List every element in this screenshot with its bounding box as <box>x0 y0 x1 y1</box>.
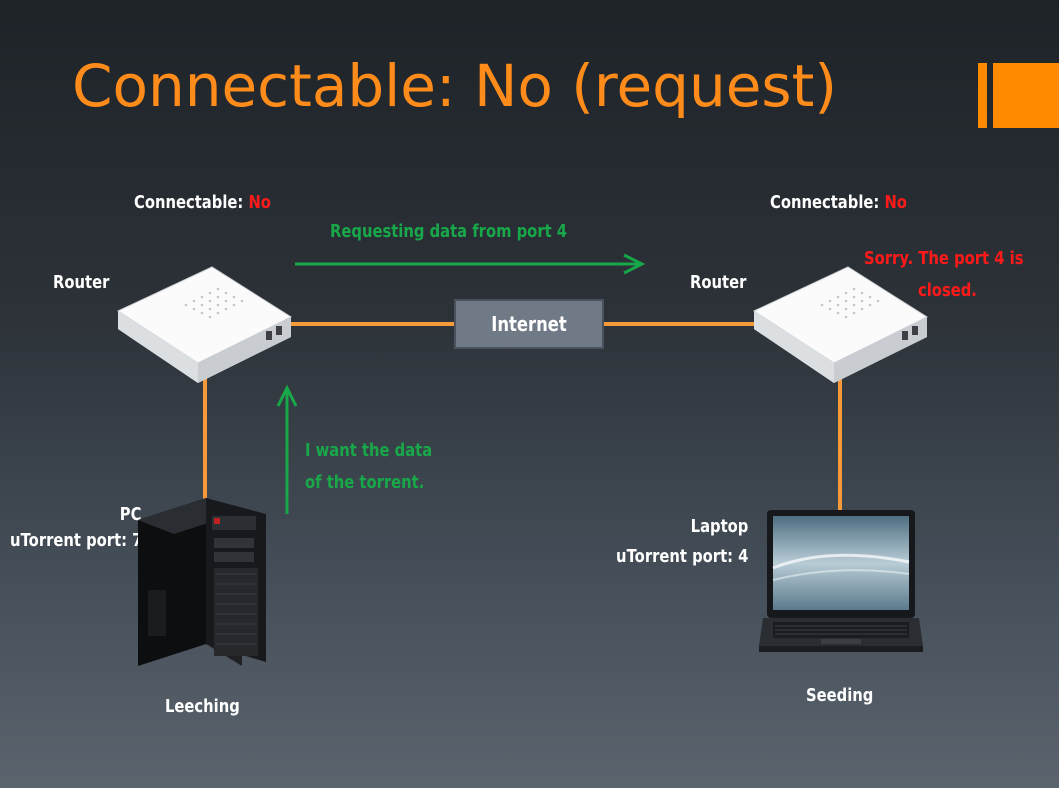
wire-left-router-pc <box>203 372 207 500</box>
title-accent-bar-thick <box>993 63 1059 128</box>
desktop-pc-icon <box>138 498 266 666</box>
laptop-name: Laptop <box>690 516 748 537</box>
left-connectable-status: Connectable: No <box>134 192 271 213</box>
leeching-label: Leeching <box>165 696 240 717</box>
want-data-message-line1: I want the data <box>305 440 433 461</box>
seeding-label: Seeding <box>806 685 874 706</box>
port-closed-message-line1: Sorry. The port 4 is <box>864 248 1024 269</box>
request-message: Requesting data from port 4 <box>330 221 568 242</box>
router-icon <box>752 266 929 383</box>
right-connectable-label: Connectable: <box>770 192 880 213</box>
wire-internet-right-router <box>604 322 756 326</box>
wire-right-router-laptop <box>838 372 842 510</box>
want-data-message-line2: of the torrent. <box>305 472 425 493</box>
port-closed-message-line2: closed. <box>918 280 977 301</box>
right-router-label: Router <box>690 272 747 293</box>
router-icon <box>116 266 293 383</box>
right-connectable-value: No <box>884 192 907 213</box>
left-connectable-label: Connectable: <box>134 192 244 213</box>
pc-name: PC <box>119 504 141 525</box>
slide-title: Connectable: No (request) <box>72 52 837 120</box>
want-data-arrow <box>276 384 298 514</box>
laptop-icon <box>759 510 923 652</box>
title-accent-bar-thin <box>978 63 987 128</box>
left-router-label: Router <box>53 272 110 293</box>
wire-left-router-internet <box>290 322 455 326</box>
left-connectable-value: No <box>248 192 271 213</box>
internet-label: Internet <box>491 312 567 336</box>
laptop-port: uTorrent port: 4 <box>615 546 748 567</box>
request-arrow <box>295 253 646 275</box>
internet-box: Internet <box>454 299 604 349</box>
right-connectable-status: Connectable: No <box>770 192 907 213</box>
pc-port: uTorrent port: 7 <box>9 530 142 551</box>
